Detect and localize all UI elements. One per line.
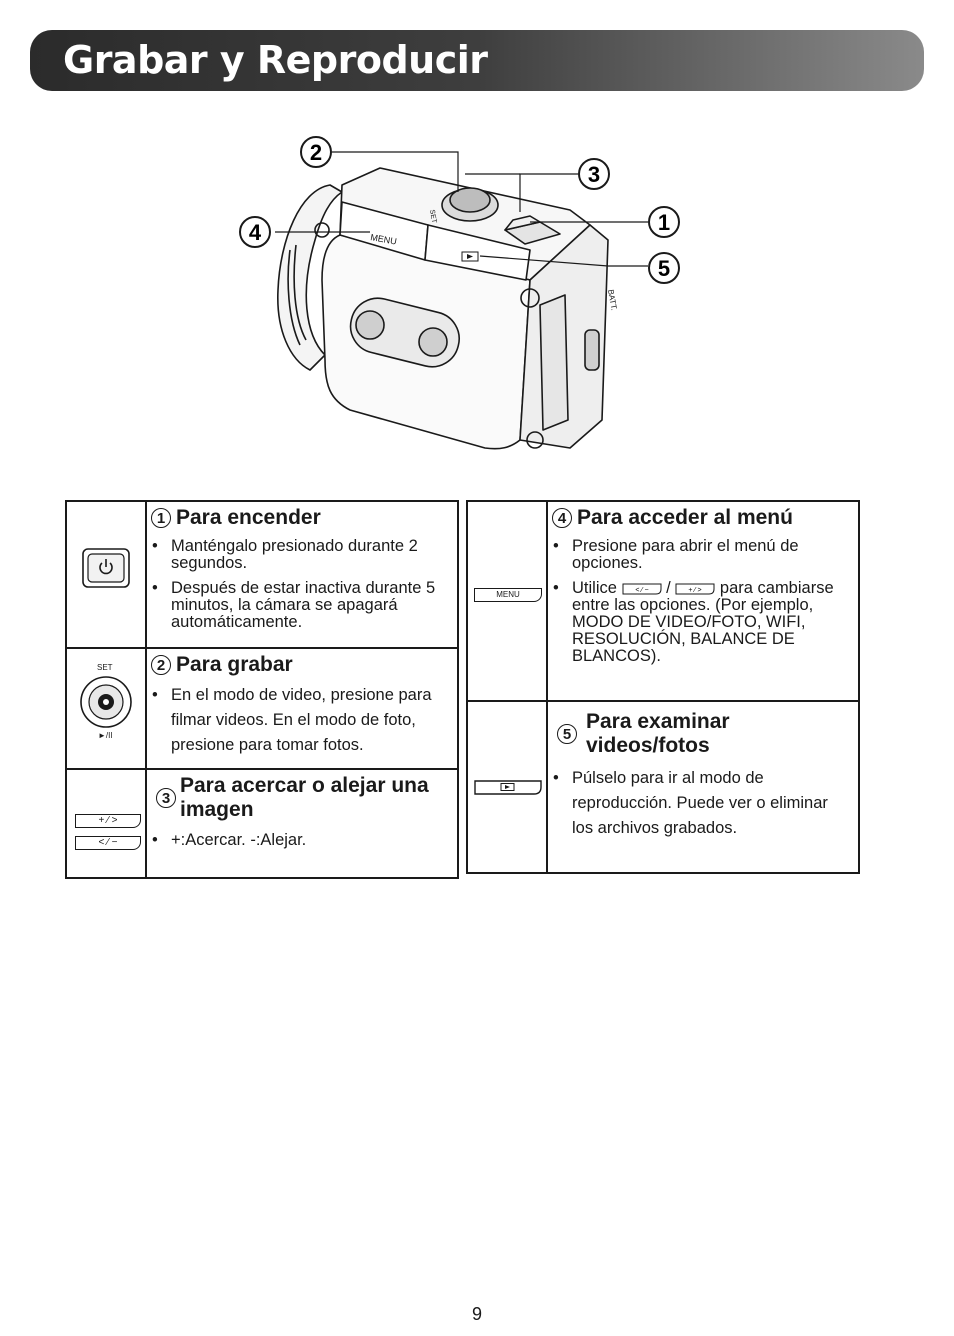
bullet: Presione para abrir el menú de opciones.: [552, 538, 852, 572]
playback-key-icon: [474, 780, 542, 795]
bullet-list: +:Acercar. -:Alejar.: [151, 828, 451, 853]
bullet-list: Presione para abrir el menú de opciones.…: [552, 538, 852, 665]
heading-record: Para grabar: [176, 653, 293, 676]
heading-playback: Para examinar videos/fotos: [586, 710, 730, 757]
heading-power: Para encender: [176, 506, 321, 529]
bullet: Después de estar inactiva durante 5 minu…: [151, 580, 451, 631]
zoom-out-key: < ⁄ −: [75, 836, 141, 850]
svg-text:+ ⁄ >: + ⁄ >: [689, 587, 702, 594]
step-number: 3: [156, 788, 176, 808]
callout-1: 1: [658, 210, 670, 235]
step-number: 5: [557, 724, 577, 744]
callout-2: 2: [310, 140, 322, 165]
callout-4: 4: [249, 220, 262, 245]
zoom-in-key: + ⁄ >: [75, 814, 141, 828]
menu-text: MENU: [370, 232, 398, 246]
play-pause-label: ►/II: [98, 731, 113, 740]
zoom-in-inline-icon: + ⁄ >: [675, 583, 715, 595]
callout-5: 5: [658, 256, 670, 281]
row-playback: 5 Para examinar videos/fotos Púlselo para…: [468, 700, 858, 872]
svg-text:< ⁄ −: < ⁄ −: [635, 587, 648, 594]
bullet-options: Utilice < ⁄ − / + ⁄ > para cambiarse ent…: [552, 580, 852, 665]
set-label: SET: [97, 663, 113, 672]
camera-illustration: MENU SET BATT. 2 3 1 4 5: [239, 136, 680, 450]
heading-zoom: Para acercar o alejar una imagen: [180, 774, 429, 821]
page-title: Grabar y Reproducir: [63, 38, 488, 82]
bullet: Púlselo para ir al modo de reproducción.…: [552, 766, 852, 841]
title-bar: Grabar y Reproducir: [30, 30, 924, 91]
bullet: En el modo de video, presione para filma…: [151, 683, 451, 758]
page-number: 9: [471, 1304, 482, 1324]
bullet-list: En el modo de video, presione para filma…: [151, 683, 451, 758]
bullet-list: Púlselo para ir al modo de reproducción.…: [552, 766, 852, 841]
callout-3: 3: [588, 162, 600, 187]
step-number: 1: [151, 508, 171, 529]
menu-key-icon: MENU: [474, 588, 542, 602]
heading-menu: Para acceder al menú: [577, 506, 793, 529]
bullet: +:Acercar. -:Alejar.: [151, 828, 451, 853]
step-number: 4: [552, 508, 572, 529]
set-text: SET: [428, 209, 437, 224]
power-button-icon: [82, 548, 130, 588]
batt-text: BATT.: [606, 289, 619, 311]
bullet-list: Manténgalo presionado durante 2 segundos…: [151, 538, 451, 631]
step-number: 2: [151, 655, 171, 676]
record-button-icon: [80, 676, 132, 728]
bullet: Manténgalo presionado durante 2 segundos…: [151, 538, 451, 572]
zoom-out-inline-icon: < ⁄ −: [622, 583, 662, 595]
